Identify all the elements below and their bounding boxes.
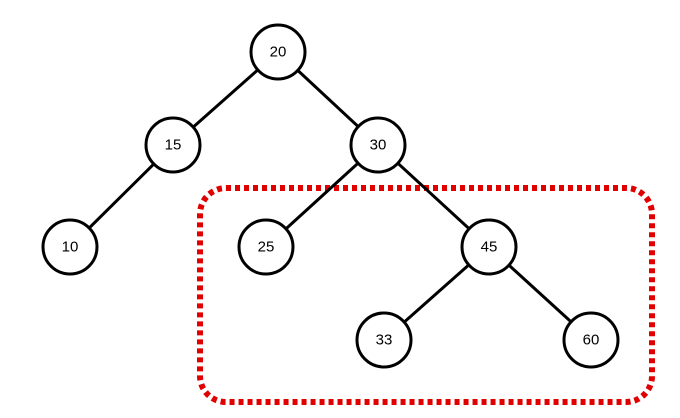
tree-node-60: 60 xyxy=(562,311,620,369)
node-circle xyxy=(562,311,620,369)
node-circle xyxy=(237,218,295,276)
node-label: 45 xyxy=(481,239,498,256)
node-circle xyxy=(460,218,518,276)
nodes-layer: 20 15 30 10 25 45 33 60 xyxy=(41,23,620,369)
node-label: 60 xyxy=(583,332,600,349)
node-label: 33 xyxy=(376,332,393,349)
tree-node-33: 33 xyxy=(355,311,413,369)
edges-layer xyxy=(68,50,593,342)
node-circle xyxy=(41,218,99,276)
node-circle xyxy=(355,311,413,369)
node-label: 25 xyxy=(258,239,275,256)
node-label: 15 xyxy=(165,137,182,154)
node-label: 20 xyxy=(270,44,287,61)
tree-node-45: 45 xyxy=(460,218,518,276)
tree-node-10: 10 xyxy=(41,218,99,276)
tree-node-30: 30 xyxy=(349,116,407,174)
tree-node-20: 20 xyxy=(249,23,307,81)
node-label: 30 xyxy=(370,137,387,154)
node-circle xyxy=(249,23,307,81)
tree-node-25: 25 xyxy=(237,218,295,276)
node-label: 10 xyxy=(62,239,79,256)
node-circle xyxy=(349,116,407,174)
node-circle xyxy=(144,116,202,174)
tree-node-15: 15 xyxy=(144,116,202,174)
